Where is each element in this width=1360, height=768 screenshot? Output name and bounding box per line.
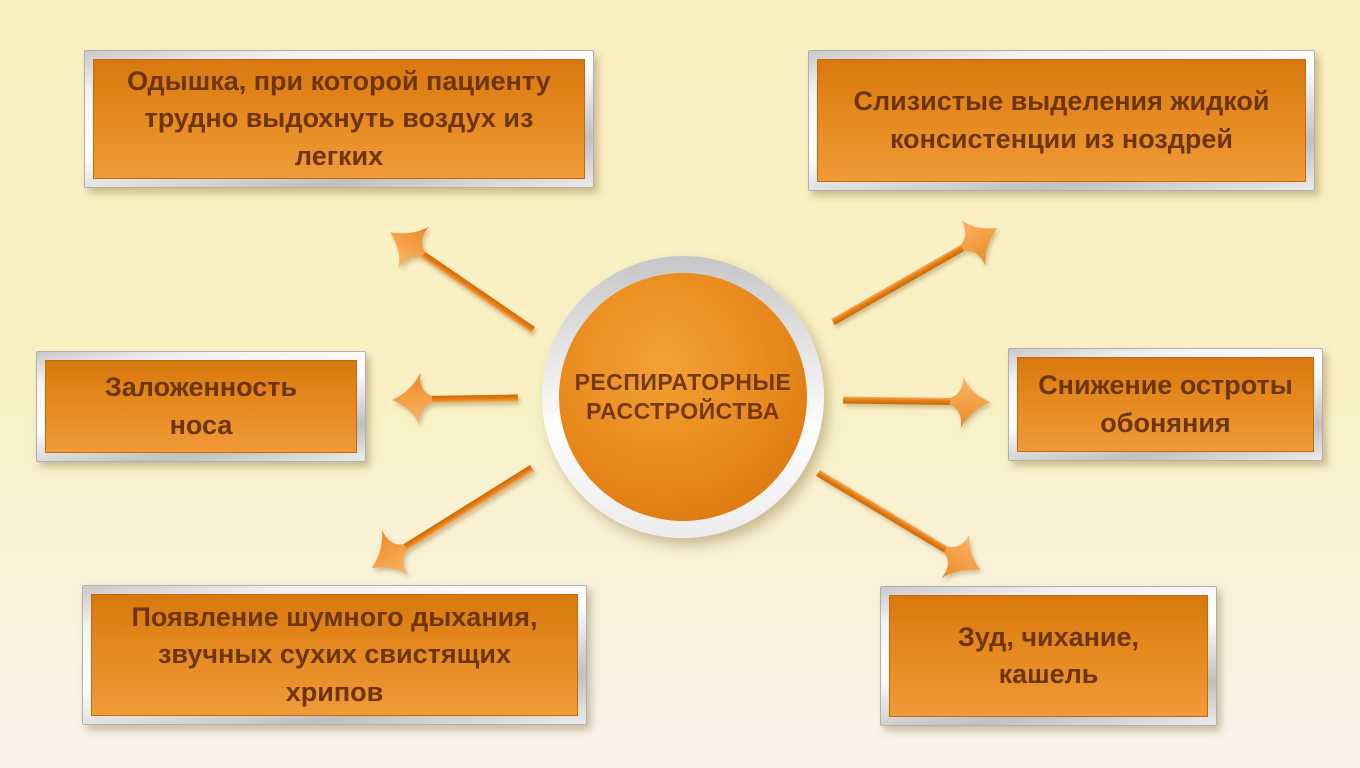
- symptom-box-fill: Слизистые выделения жидкой консистенции …: [817, 59, 1306, 182]
- symptom-label-mid-right: Снижение остроты обоняния: [1038, 370, 1293, 438]
- symptom-box-mid-left: Заложенность носа: [36, 351, 366, 462]
- symptom-box-fill: Зуд, чихание, кашель: [889, 595, 1208, 717]
- symptom-box-bottom-right: Зуд, чихание, кашель: [880, 586, 1217, 726]
- symptom-box-fill: Появление шумного дыхания, звучных сухих…: [91, 594, 578, 716]
- arrow-to-bottom-left-icon: [357, 465, 534, 590]
- symptom-box-top-right: Слизистые выделения жидкой консистенции …: [808, 50, 1315, 191]
- center-circle-fill: РЕСПИРАТОРНЫЕ РАССТРОЙСТВА: [559, 273, 807, 521]
- symptom-box-fill: Снижение остроты обоняния: [1017, 357, 1314, 452]
- symptom-box-bottom-left: Появление шумного дыхания, звучных сухих…: [82, 585, 587, 725]
- arrow-to-top-left-icon: [376, 209, 535, 333]
- arrow-to-mid-right-icon: [842, 376, 991, 430]
- center-label: РЕСПИРАТОРНЫЕ РАССТРОЙСТВА: [574, 369, 792, 424]
- symptom-label-top-left: Одышка, при которой пациенту трудно выдо…: [127, 66, 551, 171]
- symptom-label-mid-left: Заложенность носа: [104, 372, 298, 440]
- symptom-label-bottom-left: Появление шумного дыхания, звучных сухих…: [131, 602, 538, 707]
- arrow-to-top-right-icon: [831, 206, 1011, 326]
- symptom-box-top-left: Одышка, при которой пациенту трудно выдо…: [84, 50, 594, 188]
- symptom-label-top-right: Слизистые выделения жидкой консистенции …: [853, 86, 1270, 154]
- symptom-box-mid-right: Снижение остроты обоняния: [1008, 348, 1323, 461]
- symptom-box-fill: Одышка, при которой пациенту трудно выдо…: [93, 59, 585, 179]
- symptom-label-bottom-right: Зуд, чихание, кашель: [957, 621, 1140, 689]
- center-circle: РЕСПИРАТОРНЫЕ РАССТРОЙСТВА: [542, 256, 824, 538]
- symptom-box-fill: Заложенность носа: [45, 360, 357, 453]
- arrow-to-bottom-right-icon: [816, 469, 994, 594]
- arrow-to-mid-left-icon: [391, 372, 519, 425]
